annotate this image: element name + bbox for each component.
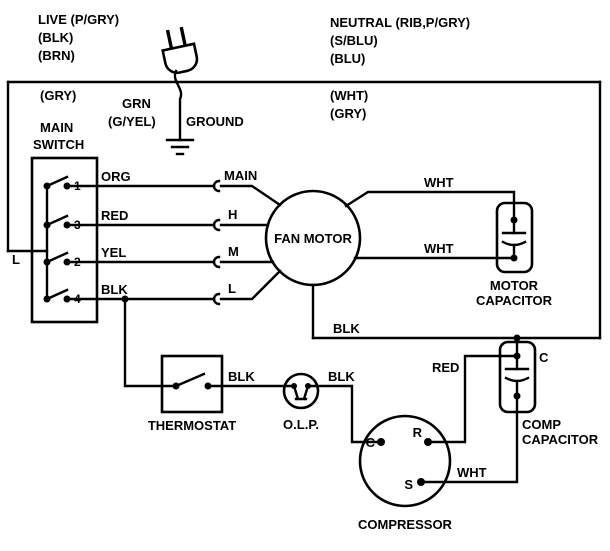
motor-capacitor-label-line1: MOTOR: [490, 278, 539, 293]
power-plug-icon: [161, 26, 199, 75]
fan-motor-label: FAN MOTOR: [274, 231, 352, 246]
comp-capacitor-label-line2: CAPACITOR: [522, 432, 599, 447]
wire-red-label: RED: [101, 208, 128, 223]
wire-red-compressor: [426, 354, 515, 444]
comp-capacitor-terminal-c-label: C: [539, 350, 549, 365]
wire-yel-label: YEL: [101, 245, 126, 260]
fan-terminal-m-label: M: [228, 244, 239, 259]
live-color-gry-label: (GRY): [40, 88, 76, 103]
compressor-terminal-c-label: C: [366, 435, 376, 450]
wire-org-label: ORG: [101, 169, 131, 184]
connector-hooks: [212, 179, 221, 306]
wire-blk-common-label: BLK: [333, 321, 360, 336]
main-switch-title-line1: MAIN: [40, 120, 73, 135]
wire-wht-top-label: WHT: [424, 175, 454, 190]
wire-wht-motor-top: [344, 190, 516, 222]
live-color-brn-label: (BRN): [38, 48, 75, 63]
motor-capacitor: [495, 201, 534, 274]
line-terminal-label: L: [12, 252, 20, 267]
main-switch-box: [30, 156, 99, 324]
neutral-color-sblu-label: (S/BLU): [330, 33, 378, 48]
compressor-terminal-c: [377, 438, 385, 446]
thermostat-label: THERMOSTAT: [148, 418, 236, 433]
wire-blk-olp-compressor: [306, 384, 383, 444]
olp: [282, 372, 320, 410]
wire-wht-compressor-label: WHT: [457, 465, 487, 480]
motor-capacitor-label-line2: CAPACITOR: [476, 293, 553, 308]
thermostat: [160, 354, 224, 414]
wire-wht-compressor: [419, 394, 519, 484]
fan-lead-main: [219, 184, 282, 207]
live-label: LIVE (P/GRY): [38, 12, 119, 27]
neutral-label: NEUTRAL (RIB,P/GRY): [330, 15, 470, 30]
ground-wire: [173, 69, 183, 142]
live-color-blk-label: (BLK): [38, 30, 73, 45]
ground-symbol-icon: [165, 138, 195, 156]
main-switch-title-line2: SWITCH: [33, 137, 84, 152]
fan-terminal-l-label: L: [228, 281, 236, 296]
compressor-label: COMPRESSOR: [358, 517, 453, 532]
fan-lead-l: [219, 269, 282, 301]
compressor-terminal-r-label: R: [413, 425, 423, 440]
wire-blk-thermostat-label: BLK: [228, 369, 255, 384]
ground-gyel-label: (G/YEL): [108, 114, 156, 129]
wire-blk-to-thermostat: [123, 297, 178, 388]
wire-blk-olp-label: BLK: [328, 369, 355, 384]
neutral-color-gry-label: (GRY): [330, 106, 366, 121]
neutral-color-blu-label: (BLU): [330, 51, 365, 66]
ground-label: GROUND: [186, 114, 244, 129]
wire-wht-bottom-label: WHT: [424, 241, 454, 256]
ground-grn-label: GRN: [122, 96, 151, 111]
wire-blk-label: BLK: [101, 282, 128, 297]
compressor-body: [358, 414, 452, 508]
neutral-color-wht-label: (WHT): [330, 88, 368, 103]
wire-red-compressor-label: RED: [432, 360, 459, 375]
fan-terminal-h-label: H: [228, 207, 237, 222]
compressor-terminal-s-label: S: [404, 477, 413, 492]
fan-terminal-main-label: MAIN: [224, 168, 257, 183]
comp-capacitor-label-line1: COMP: [522, 417, 561, 432]
olp-label: O.L.P.: [283, 417, 319, 432]
